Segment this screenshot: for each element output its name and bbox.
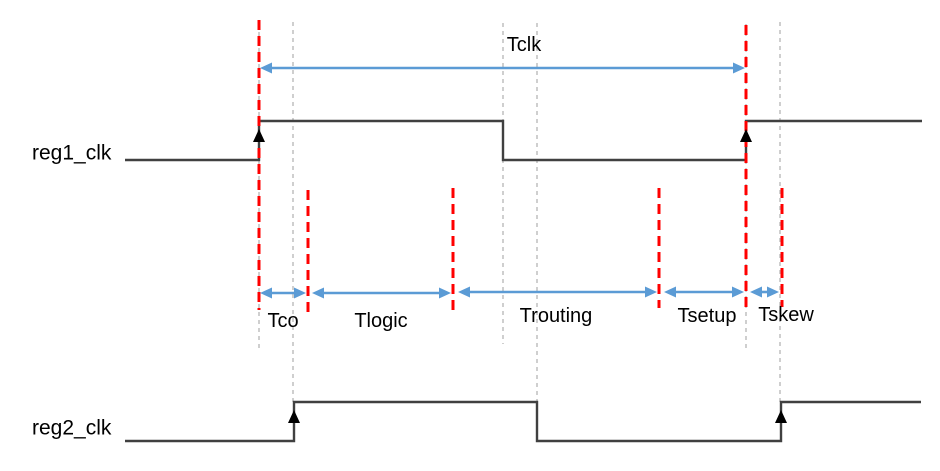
measure-arrowhead-left-tsetup [664, 286, 676, 298]
measure-arrowhead-right-tclk [733, 62, 745, 74]
measure-arrowhead-left-tco [260, 287, 272, 299]
measure-arrowhead-right-trouting [645, 286, 657, 298]
label-tco: Tco [267, 310, 299, 332]
measure-arrowhead-left-trouting [458, 286, 470, 298]
signal-label-reg1-clk: reg1_clk [32, 141, 112, 165]
rising-edge-marker-reg1_clk-0 [253, 129, 265, 142]
measure-arrowhead-left-tclk [260, 62, 272, 74]
measure-arrowhead-right-tlogic [439, 287, 451, 299]
rising-edge-marker-reg2_clk-0 [288, 410, 300, 423]
measure-arrowhead-left-tskew [750, 286, 762, 298]
label-tskew: Tskew [758, 304, 814, 326]
label-tlogic: Tlogic [354, 310, 408, 332]
waveform-reg1_clk [125, 119, 922, 162]
signal-label-reg2-clk: reg2_clk [32, 416, 112, 440]
measure-arrowhead-right-tco [294, 287, 306, 299]
label-tsetup: Tsetup [677, 305, 737, 327]
measure-arrowhead-right-tskew [767, 286, 779, 298]
label-tclk: Tclk [506, 34, 542, 56]
label-trouting: Trouting [519, 305, 593, 327]
waveform-reg2_clk [125, 400, 921, 443]
measure-arrowhead-left-tlogic [312, 287, 324, 299]
measure-arrowhead-right-tsetup [732, 286, 744, 298]
rising-edge-marker-reg2_clk-1 [775, 410, 787, 423]
rising-edge-marker-reg1_clk-1 [740, 129, 752, 142]
